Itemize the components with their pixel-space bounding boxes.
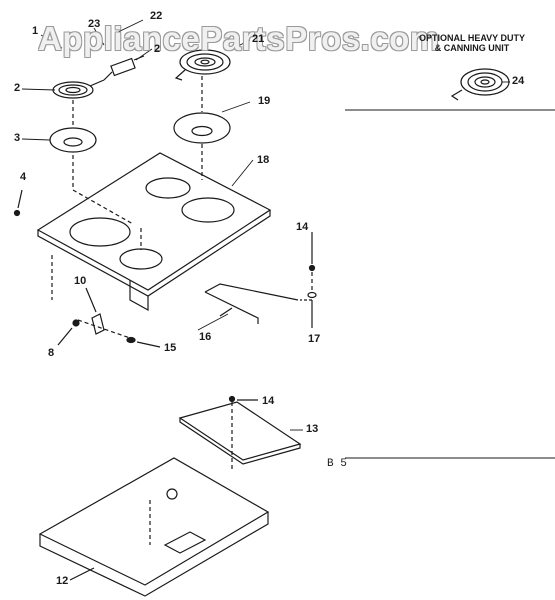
callout-19: 19	[258, 95, 271, 107]
callout-18: 18	[257, 154, 270, 166]
page-code: B 5	[327, 458, 347, 470]
guide-line	[77, 319, 131, 339]
callout-1: 1	[32, 25, 39, 37]
optional-surface-unit-24	[450, 68, 510, 101]
optional-unit-line2: & CANNING UNIT	[434, 43, 510, 53]
callout-leaders	[21, 19, 510, 431]
callout-4: 4	[20, 171, 27, 183]
callout-23: 23	[88, 18, 101, 30]
screw-15	[126, 336, 161, 348]
callout-17: 17	[308, 333, 321, 345]
bracket-16	[204, 283, 299, 324]
screw-14-clip-17	[300, 232, 317, 328]
cover-plate-13	[178, 395, 302, 465]
surface-element-2-right	[174, 49, 231, 81]
cooktop-18	[36, 152, 272, 312]
callout-14a: 14	[296, 221, 309, 233]
optional-unit-caption: OPTIONAL HEAVY DUTY & CANNING UNIT	[412, 33, 532, 53]
drip-bowl-3	[49, 100, 97, 153]
callout-13: 13	[306, 423, 319, 435]
callout-2b: 2	[154, 43, 161, 55]
receptacle-terminal-block	[103, 55, 145, 81]
callout-15: 15	[164, 342, 177, 354]
callout-22: 22	[150, 10, 163, 22]
optional-unit-line1: OPTIONAL HEAVY DUTY	[418, 33, 525, 43]
callout-24: 24	[512, 75, 525, 87]
bottom-panel-12	[38, 457, 270, 597]
callout-3: 3	[14, 132, 21, 144]
screw-8	[57, 319, 80, 346]
callout-8: 8	[48, 347, 55, 359]
callout-10: 10	[74, 275, 87, 287]
callout-21: 21	[252, 33, 265, 45]
callout-14b: 14	[262, 395, 275, 407]
screw-4	[13, 189, 23, 217]
callout-16: 16	[199, 331, 212, 343]
callout-2: 2	[14, 82, 21, 94]
surface-element-2-left	[52, 79, 105, 99]
hinge-10	[85, 287, 105, 335]
callout-12: 12	[56, 575, 69, 587]
drip-bowl-19	[173, 76, 231, 180]
watermark-text: AppliancePartsPros.com	[38, 20, 440, 57]
